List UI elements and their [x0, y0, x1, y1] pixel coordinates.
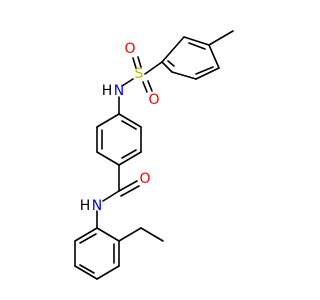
s-n-bond [121, 78, 134, 87]
structure-drawing: S O O N H O N H [74, 30, 234, 280]
amide-nitrogen: N [92, 198, 102, 214]
s-o1-bond-b [137, 56, 142, 68]
ethyl-bond-2 [140, 227, 164, 242]
molecule-canvas: S O O N H O N H [74, 30, 234, 280]
c-n-amide-bond [102, 190, 120, 202]
central-ring [96, 113, 142, 166]
sulfur-atom: S [135, 66, 144, 82]
oxygen-atom-2: O [148, 92, 159, 108]
amide-hydrogen: H [80, 198, 91, 214]
s-o1-bond-a [132, 57, 137, 69]
carbonyl-double-b [120, 185, 140, 197]
oxygen-atom-1: O [124, 41, 135, 57]
ethylphenyl-ring [74, 227, 120, 280]
carbonyl-double-a [118, 180, 138, 192]
sulfonamide-hydrogen: H [102, 83, 113, 99]
sulfonamide-nitrogen: N [114, 83, 124, 99]
ethyl-bond-1 [118, 227, 142, 242]
s-o2-bond-b [147, 80, 153, 92]
carbonyl-oxygen: O [139, 171, 150, 187]
methyl-bond [208, 30, 234, 46]
s-o2-bond-a [142, 81, 148, 93]
s-aryl-bond [144, 61, 163, 75]
tolyl-ring [161, 36, 220, 80]
